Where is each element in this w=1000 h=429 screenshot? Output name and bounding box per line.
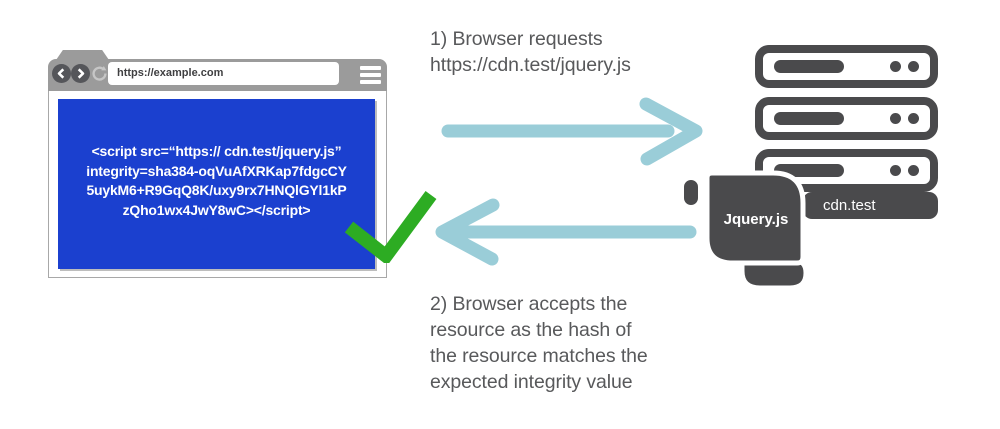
server-unit (755, 97, 938, 140)
step2-label: 2) Browser accepts the resource as the h… (430, 291, 648, 395)
server-unit (755, 45, 938, 88)
script-line: integrity=sha384-oqVuAfXRKap7fdgcCY (86, 162, 347, 179)
step2-line: resource as the hash of (430, 319, 632, 341)
scroll-roll (680, 176, 702, 209)
file-label: Jquery.js (724, 211, 789, 228)
server-led (908, 165, 919, 176)
forward-button[interactable] (71, 64, 90, 83)
server-led (890, 165, 901, 176)
server-drive-bar (774, 112, 844, 125)
step2-line: expected integrity value (430, 371, 633, 393)
server-led (908, 113, 919, 124)
step1-line: https://cdn.test/jquery.js (430, 54, 631, 76)
url-bar[interactable]: https://example.com (108, 62, 339, 85)
browser-tab (56, 50, 109, 60)
scroll-body (704, 170, 806, 266)
forward-icon (77, 68, 85, 79)
server-led (890, 113, 901, 124)
script-snippet: <script src=“https:// cdn.test/jquery.js… (58, 99, 375, 220)
script-line: <script src=“https:// cdn.test/jquery.js… (91, 143, 342, 159)
step2-line: the resource matches the (430, 345, 648, 367)
server-led (908, 61, 919, 72)
step2-line: 2) Browser accepts the (430, 293, 628, 315)
server-drive-bar (774, 164, 844, 177)
refresh-icon[interactable] (91, 65, 108, 82)
script-line: 5uykM6+R9GqQ8K/uxy9rx7HNQlGYl1kP (86, 182, 347, 198)
step1-label: 1) Browser requests https://cdn.test/jqu… (430, 26, 631, 78)
server-name-badge: cdn.test (803, 192, 938, 219)
server-drive-bar (774, 60, 844, 73)
script-line: zQho1wx4JwY8wC></script> (122, 201, 311, 218)
back-icon (57, 68, 65, 79)
arrow-left-icon (435, 198, 697, 266)
step1-line: 1) Browser requests (430, 28, 603, 50)
arrow-right-icon (441, 97, 703, 166)
page-body: <script src=“https:// cdn.test/jquery.js… (58, 99, 375, 269)
back-button[interactable] (52, 64, 71, 83)
scroll-icon: Jquery.js (680, 170, 809, 291)
server-led (890, 61, 901, 72)
hamburger-menu-icon[interactable] (360, 66, 381, 87)
checkmark-icon (344, 190, 437, 263)
